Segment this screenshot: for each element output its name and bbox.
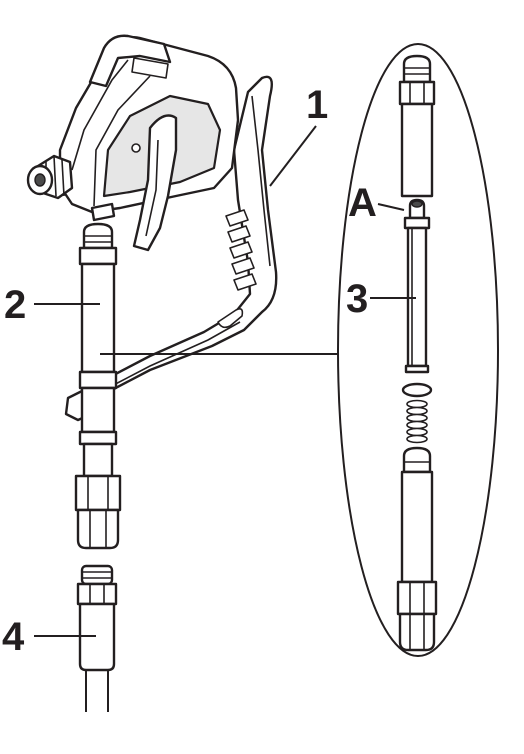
detail-housing-bottom — [396, 446, 438, 652]
guard-slot — [217, 308, 244, 329]
callout-4: 4 — [2, 615, 25, 659]
callout-a: A — [348, 181, 377, 225]
grip-ribs — [225, 209, 257, 291]
leader-1 — [269, 125, 317, 187]
filter-housing — [74, 222, 122, 550]
callout-3: 3 — [346, 277, 368, 321]
detail-o-ring — [401, 382, 433, 398]
gun-handle-guard — [64, 75, 278, 422]
detail-filter-element — [403, 198, 431, 374]
gun-rear-hook — [88, 34, 172, 88]
callout-2: 2 — [4, 283, 26, 327]
callout-1: 1 — [306, 83, 328, 127]
detail-oval — [337, 43, 499, 657]
gun-inlet-stub — [90, 202, 116, 222]
hose-thread — [80, 564, 114, 586]
gun-trigger — [132, 114, 178, 252]
hose-nut — [76, 582, 118, 606]
detail-housing-top — [398, 54, 436, 198]
housing-hex-nut — [74, 474, 122, 512]
gun-swivel-nut — [26, 154, 74, 200]
spray-gun — [26, 34, 278, 422]
leader-lines — [34, 125, 416, 637]
housing-tube — [80, 262, 116, 374]
leader-a — [377, 203, 405, 211]
housing-outlet — [76, 508, 120, 550]
hose-line — [85, 670, 109, 712]
detail-spring — [406, 399, 428, 444]
gun-screw — [131, 143, 141, 153]
hose-end — [76, 564, 118, 712]
